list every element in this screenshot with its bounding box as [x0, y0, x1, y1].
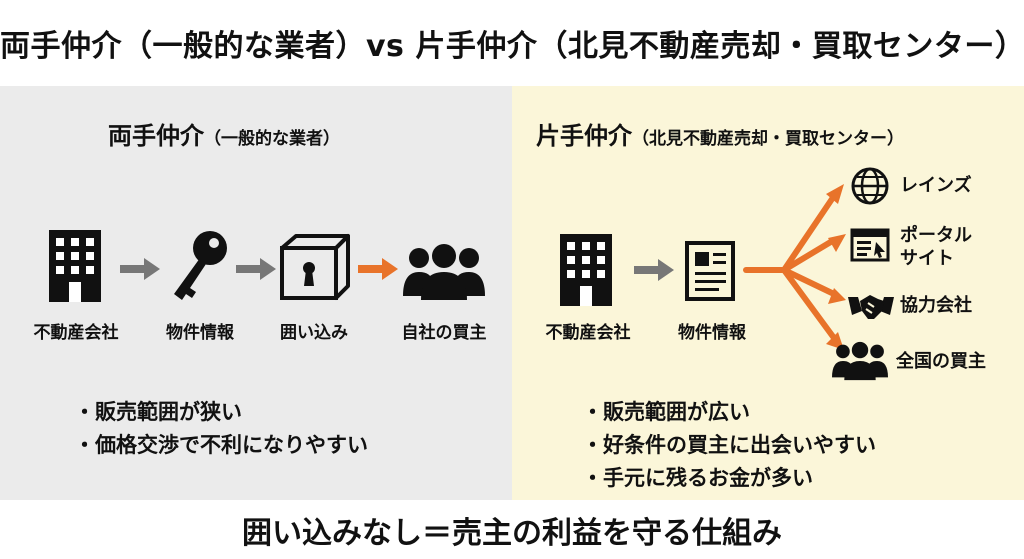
people-icon	[832, 341, 888, 381]
building-icon	[560, 234, 612, 306]
footer-summary: 囲い込みなし＝売主の利益を守る仕組み	[242, 515, 782, 551]
arrow-right-icon	[358, 258, 398, 280]
globe-icon	[851, 167, 889, 205]
document-icon	[685, 241, 735, 301]
left-title-main: 両手仲介	[108, 122, 204, 150]
node-label-company: 不動産会社	[545, 323, 631, 343]
browser-icon	[850, 228, 890, 262]
bullet-item: ・手元に残るお金が多い	[582, 466, 813, 490]
node-label-own-buyer: 自社の買主	[401, 323, 487, 343]
arrow-right-icon	[120, 258, 160, 280]
bullet-item: ・販売範囲が狭い	[74, 400, 242, 424]
node-label-enclosure: 囲い込み	[280, 323, 348, 343]
page-title: 両手仲介（一般的な業者）vs 片手仲介（北見不動産売却・買取センター）	[0, 29, 1024, 64]
key-icon	[174, 231, 227, 300]
right-panel-title: 片手仲介（北見不動産売却・買取センター）	[536, 116, 904, 151]
dest-label-nationwide-buyers: 全国の買主	[896, 351, 986, 372]
left-bullet-list: ・販売範囲が狭い ・価格交渉で不利になりやすい	[74, 396, 368, 462]
arrow-right-icon	[634, 259, 674, 281]
node-label-property-info: 物件情報	[678, 323, 746, 343]
locked-box-icon	[280, 234, 350, 300]
bullet-item: ・好条件の買主に出会いやすい	[582, 433, 876, 457]
bullet-item: ・価格交渉で不利になりやすい	[74, 433, 368, 457]
handshake-icon	[848, 295, 894, 319]
bullet-item: ・販売範囲が広い	[582, 400, 750, 424]
dest-label-reins: レインズ	[900, 175, 972, 196]
right-title-main: 片手仲介	[536, 122, 632, 150]
left-title-sub: （一般的な業者）	[204, 129, 340, 149]
people-icon	[403, 244, 485, 300]
node-label-property-info: 物件情報	[166, 323, 234, 343]
node-label-company: 不動産会社	[33, 323, 119, 343]
fan-out-arrows	[743, 184, 846, 350]
right-bullet-list: ・販売範囲が広い ・好条件の買主に出会いやすい ・手元に残るお金が多い	[582, 396, 876, 495]
left-panel-title: 両手仲介（一般的な業者）	[108, 116, 340, 151]
dest-label-partner-company: 協力会社	[900, 295, 972, 316]
arrow-right-icon	[236, 258, 276, 280]
building-icon	[49, 230, 101, 302]
dest-label-portal-site: ポータル サイト	[900, 225, 972, 269]
right-title-sub: （北見不動産売却・買取センター）	[632, 129, 904, 149]
